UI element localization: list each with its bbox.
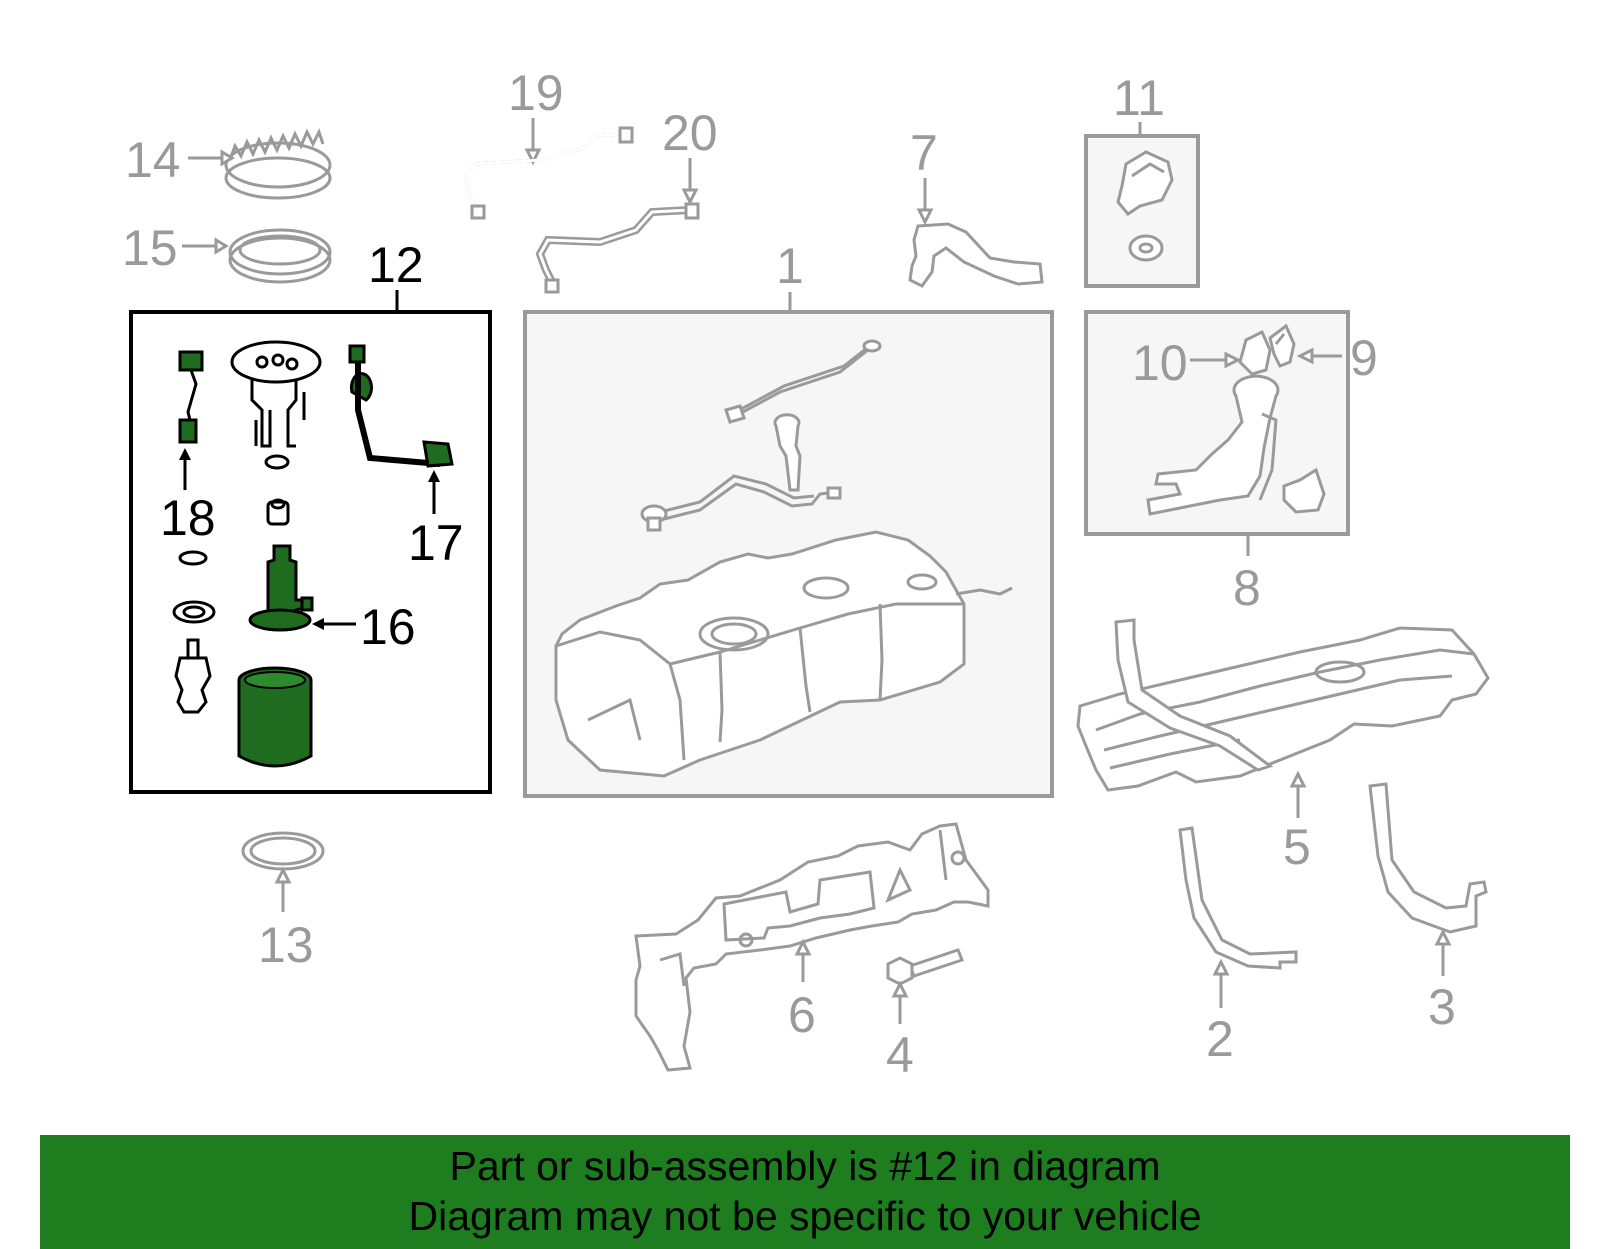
pump-filter-cap [266, 498, 290, 526]
callout-2: 2 [1206, 1011, 1234, 1067]
arrowhead-6 [794, 938, 812, 956]
pump-flange [230, 340, 322, 448]
part-19-end-a [470, 204, 486, 220]
part-14-lock-ring [224, 128, 332, 200]
callout-17: 17 [408, 515, 464, 571]
seal-washer [172, 600, 216, 624]
callout-18: 18 [160, 490, 216, 546]
callout-5: 5 [1283, 819, 1311, 875]
part-19-end-b [618, 126, 634, 144]
part-1-fuel-tank [554, 339, 1013, 778]
part-16-fuel-pump [248, 544, 314, 632]
callout-4: 4 [886, 1027, 914, 1083]
part-20-end-b [684, 202, 700, 220]
part-5-skid-plate [1076, 618, 1490, 792]
o-ring-upper [264, 454, 290, 470]
arrowhead-7 [916, 208, 934, 226]
part-9-clip [1268, 323, 1296, 368]
callout-9: 9 [1350, 330, 1378, 386]
info-banner: Part or sub-assembly is #12 in diagram D… [40, 1135, 1570, 1249]
part-13-gasket [241, 831, 325, 871]
o-ring-small [178, 550, 208, 566]
arrowhead-18 [179, 448, 191, 460]
part-20-fuel-line-inner [538, 208, 691, 283]
part-7-bracket [908, 222, 1044, 288]
banner-line-1: Part or sub-assembly is #12 in diagram [449, 1143, 1161, 1189]
part-18-wire-harness [178, 350, 204, 444]
banner-line-2: Diagram may not be specific to your vehi… [408, 1193, 1202, 1239]
fuel-strainer-canister [237, 666, 313, 768]
arrowhead-19 [524, 148, 542, 166]
arrowhead-10 [1224, 351, 1242, 369]
part-19-fuel-line [464, 132, 623, 211]
arrowhead-20 [681, 188, 699, 206]
callout-6: 6 [788, 987, 816, 1043]
arrowhead-2 [1212, 958, 1230, 976]
part-10-grommet [1238, 329, 1272, 376]
callout-10: 10 [1132, 335, 1188, 391]
callout-1: 1 [776, 238, 804, 294]
pressure-regulator [174, 638, 212, 714]
callout-19: 19 [508, 65, 564, 121]
part-19-fuel-line-inner [464, 132, 623, 211]
callout-14: 14 [125, 132, 181, 188]
callout-15: 15 [122, 220, 178, 276]
part-8-filler-neck [1146, 374, 1326, 516]
part-15-gasket [228, 228, 332, 284]
part-20-end-a [544, 278, 560, 294]
part-6-heat-shield [634, 822, 990, 1072]
arrowhead-17 [428, 470, 440, 482]
arrowhead-4 [891, 980, 909, 998]
arrowhead-14 [220, 149, 235, 167]
callout-13: 13 [258, 917, 314, 973]
part-4-bolt [886, 948, 964, 986]
callout-7: 7 [910, 125, 938, 181]
arrowhead-5 [1289, 770, 1307, 788]
arrowhead-13 [274, 866, 292, 884]
callout-12: 12 [368, 237, 424, 293]
arrowhead-15 [214, 237, 229, 255]
callout-8: 8 [1233, 560, 1261, 616]
arrowhead-9 [1296, 347, 1314, 365]
arrowhead-16 [312, 618, 324, 630]
callout-20: 20 [662, 105, 718, 161]
arrowhead-3 [1434, 928, 1452, 946]
callout-3: 3 [1428, 979, 1456, 1035]
part-2-tank-strap [1178, 826, 1298, 970]
callout-11: 11 [1113, 70, 1165, 126]
part-20-fuel-line [535, 206, 691, 284]
callout-16: 16 [360, 599, 416, 655]
part-17-fuel-level-sender [348, 344, 454, 468]
part-11-fuel-cap [1116, 150, 1174, 262]
part-3-tank-strap [1368, 782, 1488, 934]
